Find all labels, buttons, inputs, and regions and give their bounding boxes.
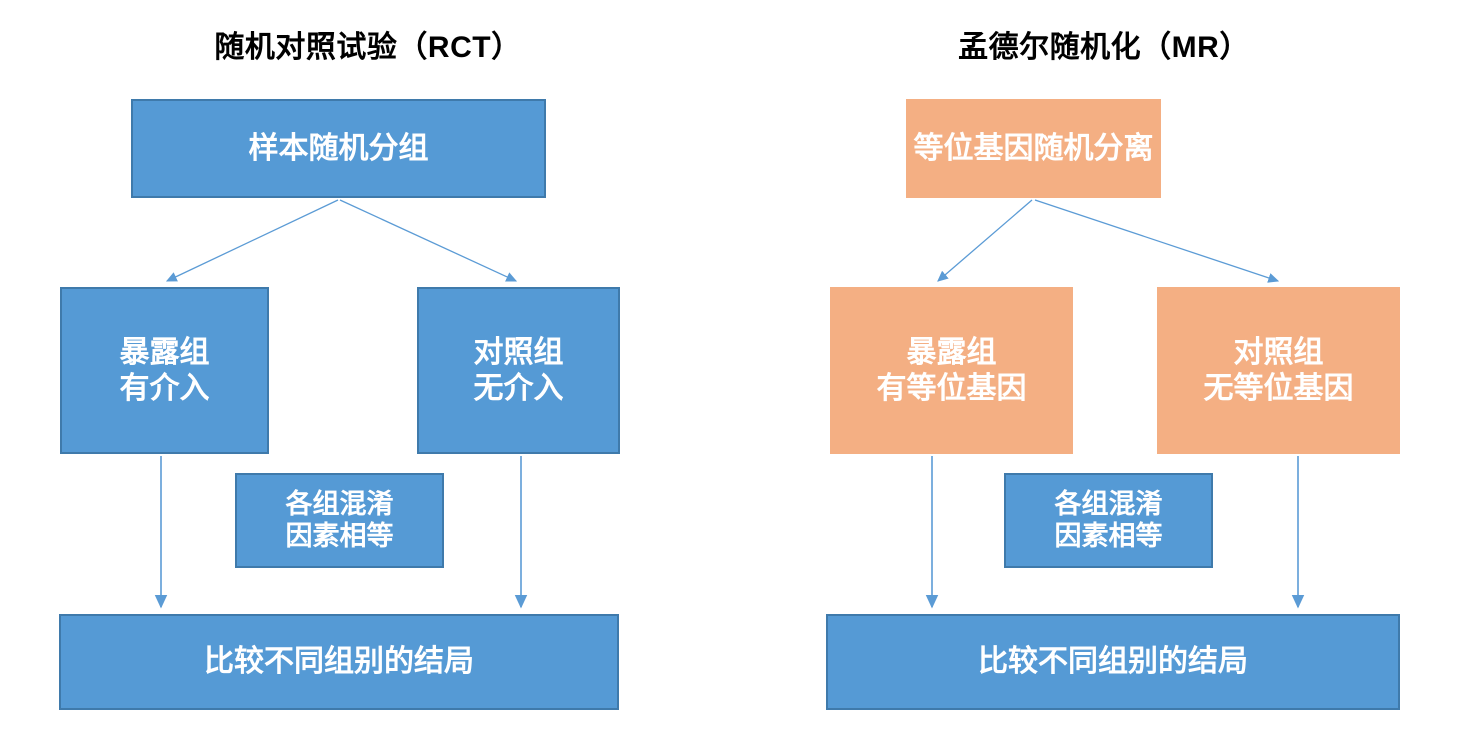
node-rct-control-group[interactable]: 对照组 无介入 xyxy=(417,287,620,454)
node-mr-exposed-group[interactable]: 暴露组 有等位基因 xyxy=(830,287,1073,454)
edge-top-to-control xyxy=(339,199,518,282)
edge-top-to-exposed xyxy=(937,199,1033,282)
edge-top-to-control xyxy=(1034,199,1280,283)
node-rct-confounders-equal[interactable]: 各组混淆 因素相等 xyxy=(235,473,444,568)
panel-rct: 随机对照试验（RCT） 样本随机分组 暴露组 有介入 对照组 无介入 各组混淆 … xyxy=(59,31,620,710)
node-mr-control-group[interactable]: 对照组 无等位基因 xyxy=(1157,287,1400,454)
panel-mr: 孟德尔随机化（MR） 等位基因随机分离 暴露组 有等位基因 对照组 无等位基因 … xyxy=(736,0,1472,752)
node-rct-exposed-group[interactable]: 暴露组 有介入 xyxy=(60,287,269,454)
node-mr-allele-segregation[interactable]: 等位基因随机分离 xyxy=(906,99,1161,198)
panel-rct-title: 随机对照试验（RCT） xyxy=(214,31,522,64)
panel-mr-title: 孟德尔随机化（MR） xyxy=(958,31,1250,64)
node-mr-compare-outcomes[interactable]: 比较不同组别的结局 xyxy=(826,614,1400,710)
node-mr-confounders-equal[interactable]: 各组混淆 因素相等 xyxy=(1004,473,1213,568)
node-rct-randomization[interactable]: 样本随机分组 xyxy=(131,99,546,198)
node-rct-compare-outcomes[interactable]: 比较不同组别的结局 xyxy=(59,614,619,710)
edge-top-to-exposed xyxy=(165,199,339,282)
